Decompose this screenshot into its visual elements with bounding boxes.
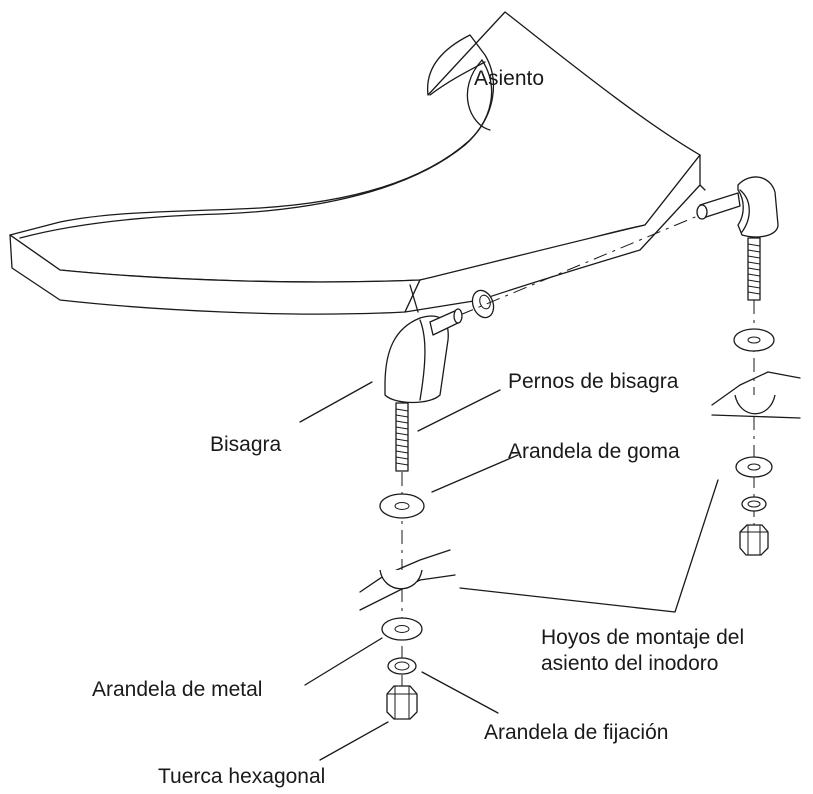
label-seat: Asiento: [474, 67, 545, 90]
label-hinge: Bisagra: [210, 433, 282, 456]
label-rubber-washer: Arandela de goma: [508, 440, 680, 463]
right-hinge-drawing: [696, 176, 801, 556]
left-hinge-drawing: [359, 308, 463, 720]
label-mounting-holes: Hoyos de montaje del asiento del inodoro: [541, 626, 745, 675]
label-metal-washer: Arandela de metal: [92, 678, 263, 701]
label-hinge-bolts: Pernos de bisagra: [508, 370, 679, 393]
label-lock-washer: Arandela de fijación: [484, 721, 669, 744]
leader-lines: [299, 381, 719, 761]
label-hex-nut: Tuerca hexagonal: [158, 765, 326, 788]
seat-drawing: [9, 11, 706, 319]
